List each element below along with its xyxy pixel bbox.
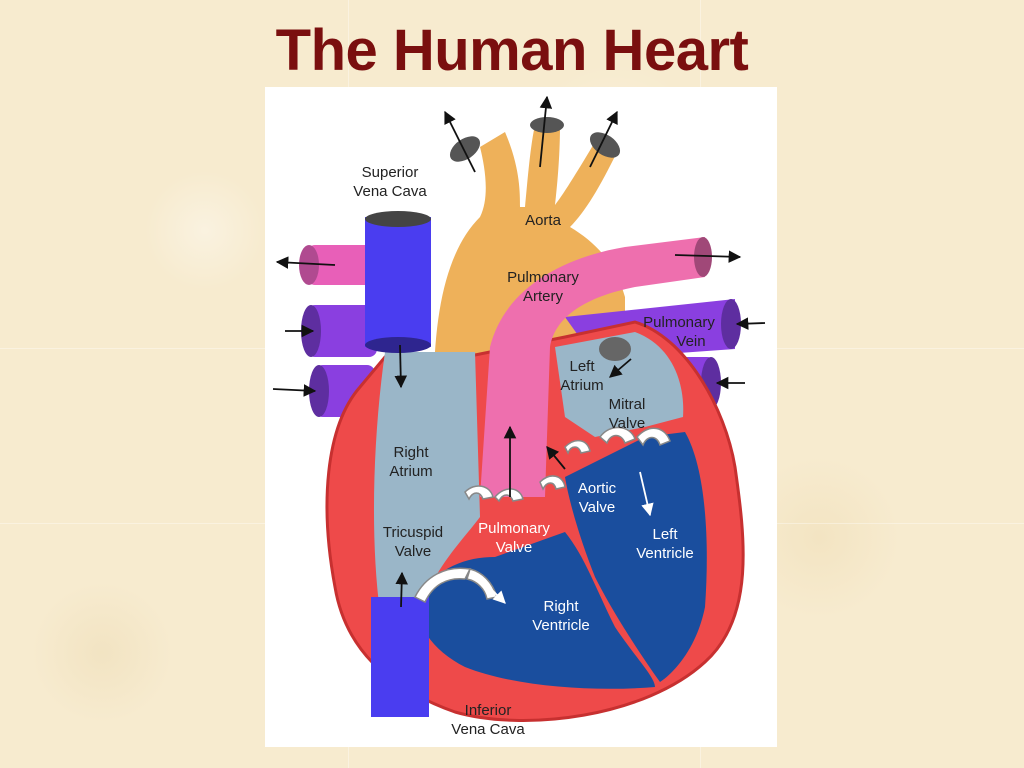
left-pulmonary-veins: [299, 245, 377, 417]
flow-arrows: [272, 95, 766, 608]
heart-valves: [413, 426, 671, 604]
slide-title: The Human Heart: [275, 18, 749, 83]
label-aorta: Aorta: [525, 212, 561, 229]
label-superior-vena-cava: Superior Vena Cava: [353, 164, 427, 200]
label-aortic-valve: Aortic Valve: [577, 480, 617, 516]
label-right-atrium: Right Atrium: [389, 444, 433, 480]
left-atrium: [555, 332, 684, 437]
label-tricuspid-valve: Tricuspid Valve: [382, 524, 444, 560]
vena-cava-vessel: [365, 211, 431, 717]
flow-arrows-white: [486, 471, 654, 604]
label-pulmonary-artery: Pulmonary Artery: [507, 269, 579, 305]
label-left-atrium: Left Atrium: [560, 358, 604, 394]
label-inferior-vena-cava: Inferior Vena Cava: [451, 702, 525, 738]
right-atrium: [373, 352, 480, 612]
label-left-ventricle: Left Ventricle: [636, 526, 694, 562]
pulmonary-artery-vessel: [480, 237, 705, 497]
heart-diagram: Superior Vena Cava Aorta Pulmonary Arter…: [265, 87, 777, 747]
heart-illustration: [272, 95, 766, 722]
label-mitral-valve: Mitral Valve: [608, 396, 646, 432]
label-right-ventricle: Right Ventricle: [532, 598, 590, 634]
left-ventricle: [565, 432, 707, 682]
label-pulmonary-valve: Pulmonary Valve: [478, 520, 550, 556]
label-pulmonary-vein: Pulmonary Vein: [643, 314, 715, 350]
